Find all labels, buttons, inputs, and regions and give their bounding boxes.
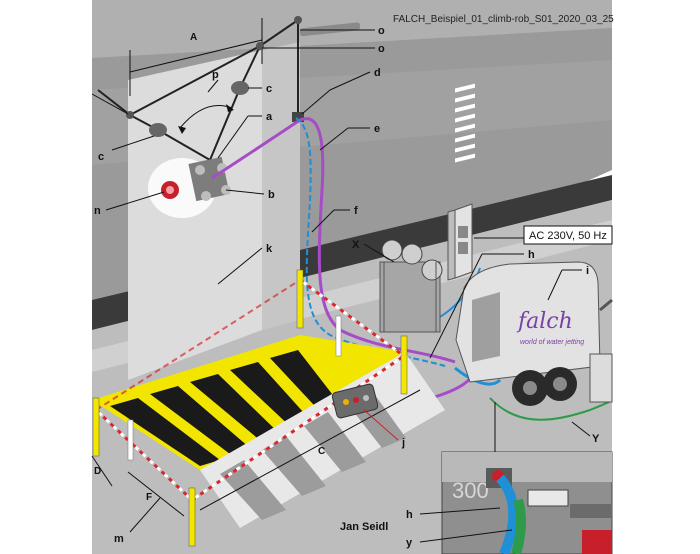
callout-j: j <box>401 437 405 449</box>
callout-f: f <box>354 205 358 217</box>
hazard-floor-zone <box>92 335 445 528</box>
barrier-post-white <box>335 315 342 357</box>
inset-hose-green <box>511 498 527 554</box>
detail-inset: 300 <box>441 451 613 554</box>
tow-bar <box>599 298 613 312</box>
callout-m: m <box>114 533 124 545</box>
callout-y-upper: Y <box>592 433 600 445</box>
right-post <box>589 353 613 403</box>
window-row <box>300 22 360 37</box>
callout-y-inset: y <box>406 537 413 549</box>
barrier-post <box>92 397 100 457</box>
work-zone-edge <box>262 42 300 330</box>
barrier-post <box>400 335 408 395</box>
dimension-c: C <box>199 389 421 511</box>
hose-purple <box>211 117 456 364</box>
callout-p: p <box>212 69 219 81</box>
callout-e: e <box>374 123 380 135</box>
author-credit: Jan Seidl <box>340 521 388 533</box>
barrier-post-white <box>127 419 134 461</box>
dimension-d: D <box>91 455 113 487</box>
callout-c-left: c <box>98 151 104 163</box>
dimension-f: F <box>127 471 185 517</box>
callout-n: n <box>94 205 101 217</box>
callout-k: k <box>266 243 273 255</box>
hose-blue-floor <box>454 366 502 386</box>
inset-serial-watermark: 300 <box>452 478 489 503</box>
wall-marking-dashes <box>455 83 475 163</box>
callout-d: d <box>374 67 381 79</box>
dimension-c-label: C <box>318 446 325 457</box>
power-outlet-post <box>447 203 473 281</box>
callout-c-right: c <box>266 83 272 95</box>
callout-b: b <box>268 189 275 201</box>
dimension-a: A <box>129 18 263 96</box>
dimension-a-label: A <box>190 32 197 43</box>
hose-green <box>489 397 613 421</box>
callout-h-inset: h <box>406 509 413 521</box>
power-label: AC 230V, 50 Hz <box>529 230 607 242</box>
file-title: FALCH_Beispiel_01_climb-rob_S01_2020_03_… <box>393 14 614 25</box>
callout-o-second: o <box>378 43 385 55</box>
callout-i: i <box>586 265 589 277</box>
angle-arrow-right <box>226 104 234 112</box>
rope-rig <box>97 16 304 161</box>
hose-clamp <box>292 112 304 122</box>
trailer-vent <box>472 292 500 362</box>
callout-o-top: o <box>378 25 385 37</box>
callout-x: X <box>352 239 360 251</box>
angle-arrow-left <box>178 126 186 134</box>
pump-unit <box>379 239 443 333</box>
barrier-post <box>188 487 196 547</box>
pulley-left <box>149 123 167 137</box>
climbing-robot <box>148 156 231 218</box>
barrier-post <box>296 269 304 329</box>
brand-tagline: world of water jetting <box>520 339 584 346</box>
callout-a: a <box>266 111 273 123</box>
dimension-d-label: D <box>94 466 101 477</box>
barrier <box>92 269 408 547</box>
trailer-unit: falch world of water jetting <box>455 261 613 406</box>
callout-h-top: h <box>528 249 535 261</box>
leader-lines <box>91 29 591 543</box>
dimension-f-label: F <box>146 492 152 503</box>
brand-name: falch <box>516 309 573 334</box>
power-label-box: AC 230V, 50 Hz <box>523 225 613 245</box>
callout-labels: o o p c d a e c b n f k X h i j Y h y m <box>94 25 600 549</box>
pulley-right <box>231 81 249 95</box>
inset-hose-blue <box>496 474 519 554</box>
remote-control <box>331 383 379 419</box>
